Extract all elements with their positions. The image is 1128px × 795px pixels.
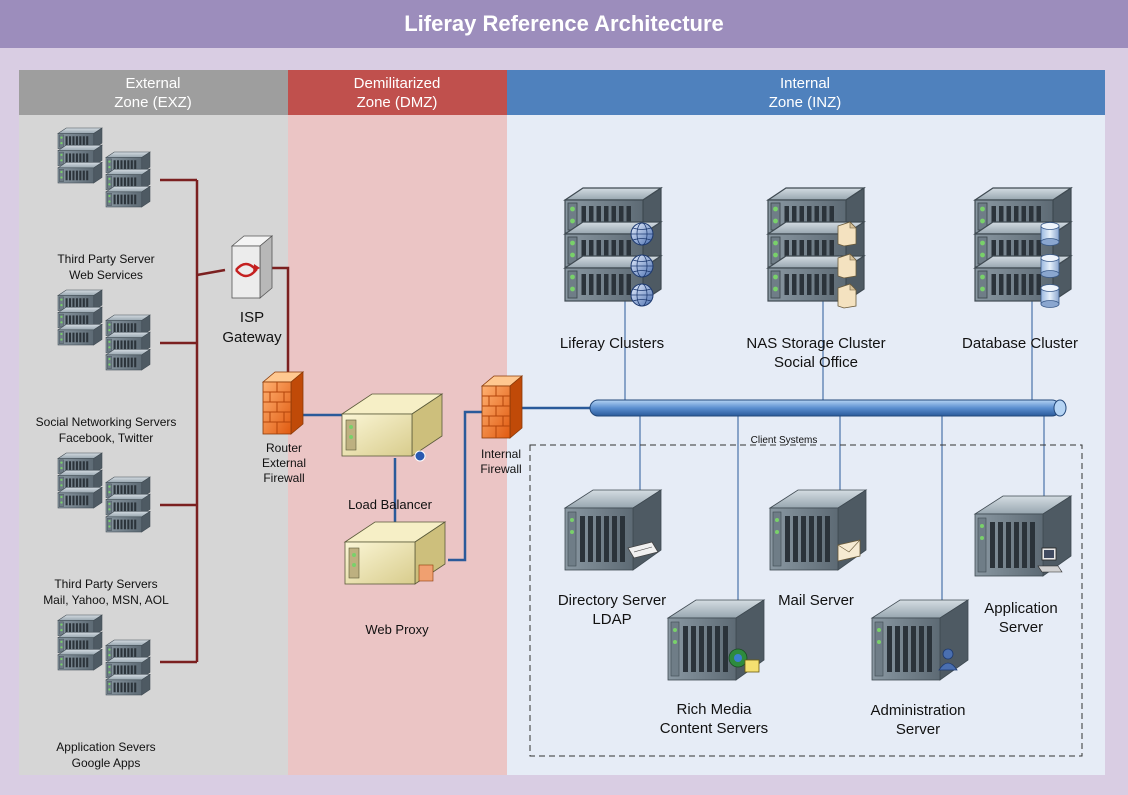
load-balancer-icon [341, 393, 443, 462]
liferay-cluster-label: Liferay Clusters [560, 335, 664, 352]
internal-firewall-icon [481, 375, 523, 439]
administration-server-sublabel: Server [896, 721, 940, 738]
web-proxy-label: Web Proxy [365, 622, 429, 637]
dmz-zone-subtitle: Zone (DMZ) [357, 94, 438, 111]
liferay-cluster-icon [564, 187, 662, 307]
third-party-server-label: Third Party Server [57, 252, 154, 266]
application-servers-sublabel: Google Apps [72, 756, 141, 770]
third-party-server-sublabel: Web Services [69, 268, 143, 282]
administration-server-icon [871, 599, 969, 681]
application-servers-label: Application Severs [56, 740, 155, 754]
internal-zone-header [507, 70, 1105, 115]
application-server-sublabel: Server [999, 619, 1043, 636]
isp-gateway-icon [230, 235, 274, 299]
application-server-icon [974, 495, 1072, 577]
social-networking-sublabel: Facebook, Twitter [59, 431, 154, 445]
internal-firewall-label-1: Internal [481, 447, 521, 461]
router-firewall-label-1: Router [266, 441, 302, 455]
application-server-label: Application [984, 600, 1057, 617]
isp-gateway-sublabel: Gateway [222, 329, 282, 346]
database-cluster-icon [974, 187, 1072, 308]
internal-zone-title: Internal [780, 75, 830, 92]
rich-media-server-icon [667, 599, 765, 681]
social-networking-label: Social Networking Servers [36, 415, 177, 429]
router-firewall-label-3: Firewall [263, 471, 304, 485]
nas-storage-cluster-icon [767, 187, 865, 309]
mail-server-icon [769, 489, 867, 571]
network-backbone [589, 399, 1067, 417]
internal-firewall-label-2: Firewall [480, 462, 521, 476]
client-systems-boundary [529, 444, 1083, 757]
rich-media-server-label: Rich Media [676, 701, 752, 718]
external-links [160, 178, 290, 664]
external-zone-subtitle: Zone (EXZ) [114, 94, 192, 111]
external-zone-header [19, 70, 288, 115]
title-bar [0, 0, 1128, 48]
administration-server-label: Administration [870, 702, 965, 719]
client-systems-label: Client Systems [751, 435, 818, 446]
nas-storage-cluster-sublabel: Social Office [774, 354, 858, 371]
internal-zone-subtitle: Zone (INZ) [769, 94, 842, 111]
router-firewall-label-2: External [262, 456, 306, 470]
directory-server-icon [564, 489, 662, 571]
directory-server-sublabel: LDAP [592, 611, 631, 628]
external-zone [19, 115, 288, 775]
nas-storage-cluster-label: NAS Storage Cluster [746, 335, 885, 352]
dmz-zone-title: Demilitarized [354, 75, 441, 92]
external-zone-title: External [125, 75, 180, 92]
mail-server-label: Mail Server [778, 592, 854, 609]
load-balancer-label: Load Balancer [348, 497, 433, 512]
rich-media-server-sublabel: Content Servers [660, 720, 768, 737]
dmz-zone-header [288, 70, 507, 115]
third-party-servers-sublabel: Mail, Yahoo, MSN, AOL [43, 593, 169, 607]
diagram-title: Liferay Reference Architecture [404, 11, 724, 36]
database-cluster-label: Database Cluster [962, 335, 1078, 352]
isp-gateway-label: ISP [240, 309, 264, 326]
web-proxy-icon [344, 521, 446, 585]
router-firewall-icon [262, 371, 304, 435]
third-party-servers-label: Third Party Servers [54, 577, 157, 591]
directory-server-label: Directory Server [558, 592, 666, 609]
